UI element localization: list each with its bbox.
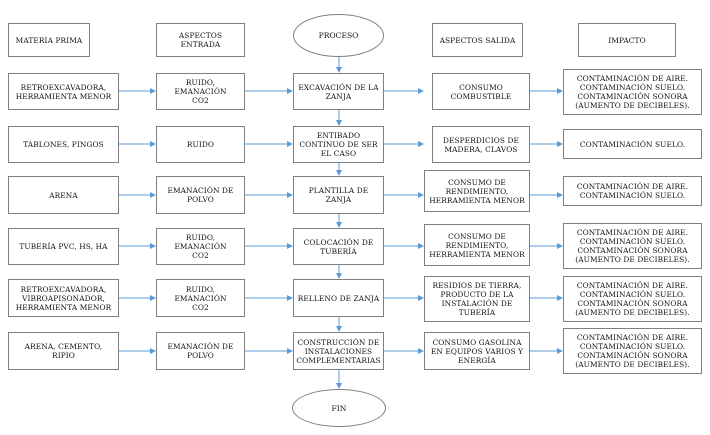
impacto-box-5: CONTAMINACIÓN DE AIRE. CONTAMINACIÓN SUE…: [563, 276, 702, 322]
header-impacto: IMPACTO: [578, 23, 676, 57]
header-materia-prima: MATERIA PRIMA: [8, 23, 90, 57]
header-aspectos-salida: ASPECTOS SALIDA: [432, 23, 523, 57]
salida-box-4: CONSUMO DE RENDIMIENTO, HERRAMIENTA MENO…: [424, 224, 530, 266]
impacto-box-6: CONTAMINACIÓN DE AIRE. CONTAMINACIÓN SUE…: [563, 328, 702, 374]
entrada-box-4: RUIDO, EMANACIÓN CO2: [156, 228, 245, 265]
proceso-box-2: ENTIBADO CONTINUO DE SER EL CASO: [293, 126, 384, 163]
proceso-box-6: CONSTRUCCIÓN DE INSTALACIONES COMPLEMENT…: [293, 332, 384, 370]
entrada-box-3: EMANACIÓN DE POLVO: [156, 176, 245, 214]
proceso-box-4: COLOCACIÓN DE TUBERÍA: [293, 228, 384, 265]
materia-box-6: ARENA, CEMENTO, RIPIO: [8, 332, 119, 370]
salida-box-1: CONSUMO COMBUSTIBLE: [432, 73, 530, 110]
salida-box-6: CONSUMO GASOLINA EN EQUIPOS VARIOS Y ENE…: [424, 332, 530, 370]
proceso-box-1: EXCAVACIÓN DE LA ZANJA: [293, 73, 384, 110]
materia-box-1: RETROEXCAVADORA, HERRAMIENTA MENOR: [8, 73, 119, 110]
entrada-box-1: RUIDO, EMANACIÓN CO2: [156, 73, 245, 110]
impacto-box-1: CONTAMINACIÓN DE AIRE. CONTAMINACIÓN SUE…: [563, 69, 702, 115]
entrada-box-2: RUIDO: [156, 126, 245, 163]
materia-box-2: TABLONES, PINGOS: [8, 126, 119, 163]
entrada-box-6: EMANACIÓN DE POLVO: [156, 332, 245, 370]
materia-box-5: RETROEXCAVADORA, VIBROAPISONADOR, HERRAM…: [8, 279, 119, 317]
salida-box-2: DESPERDICIOS DE MADERA, CLAVOS: [432, 126, 530, 163]
proceso-box-3: PLANTILLA DE ZANJA: [293, 176, 384, 214]
materia-box-3: ARENA: [8, 176, 119, 214]
proceso-box-5: RELLENO DE ZANJA: [293, 279, 384, 317]
entrada-box-5: RUIDO, EMANACIÓN CO2: [156, 279, 245, 317]
salida-box-5: RESIDIOS DE TIERRA, PRODUCTO DE LA INSTA…: [424, 276, 530, 322]
header-aspectos-entrada: ASPECTOS ENTRADA: [156, 23, 245, 57]
materia-box-4: TUBERÍA PVC, HS, HA: [8, 228, 119, 265]
end-oval-fin: FIN: [292, 389, 386, 427]
salida-box-3: CONSUMO DE RENDIMIENTO, HERRAMIENTA MENO…: [424, 170, 530, 212]
impacto-box-3: CONTAMINACIÓN DE AIRE. CONTAMINACIÓN SUE…: [563, 176, 702, 206]
impacto-box-4: CONTAMINACIÓN DE AIRE. CONTAMINACIÓN SUE…: [563, 223, 702, 269]
start-oval-proceso: PROCESO: [293, 14, 384, 57]
impacto-box-2: CONTAMINACIÓN SUELO.: [563, 129, 702, 159]
